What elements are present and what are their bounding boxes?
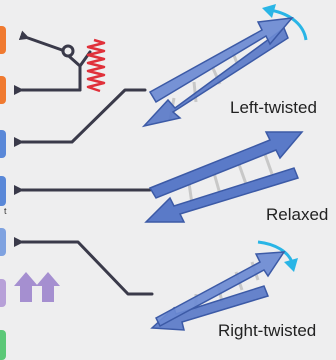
tab-orange-2 xyxy=(0,76,6,104)
tab-blue-2 xyxy=(0,176,6,206)
right-twisted-rotation-icon xyxy=(257,240,294,263)
edge-text-fragment: t xyxy=(4,206,7,216)
rung xyxy=(192,81,198,103)
tab-blue-1 xyxy=(0,130,6,158)
spring-coil-icon xyxy=(86,38,106,93)
tab-orange-1 xyxy=(0,26,6,54)
left-twisted-strand-upper xyxy=(148,17,294,104)
right-twisted-strand-upper xyxy=(155,251,286,328)
tab-purple xyxy=(0,279,6,307)
left-twisted-ladder xyxy=(141,4,308,128)
right-twisted-label: Right-twisted xyxy=(218,321,317,340)
switch-arrow-top xyxy=(18,30,64,52)
connector-lines xyxy=(13,30,154,296)
relaxed-strand-lower xyxy=(144,167,299,223)
double-up-arrow-icon xyxy=(14,272,60,302)
right-twisted-connector xyxy=(13,237,154,296)
up-arrow-left xyxy=(14,272,38,302)
up-arrow-right xyxy=(36,272,60,302)
left-twisted-label: Left-twisted xyxy=(230,98,317,117)
tab-blue-3 xyxy=(0,228,6,256)
right-twisted-ladder xyxy=(150,240,298,331)
relaxed-label: Relaxed xyxy=(266,205,329,224)
left-tabs xyxy=(0,26,6,360)
left-twisted-rotation-head xyxy=(262,4,276,18)
left-twisted-rotation-icon xyxy=(269,8,308,41)
left-twisted-connector xyxy=(13,88,147,147)
relaxed-strand-upper xyxy=(148,131,304,199)
right-twisted-rotation-head xyxy=(284,258,298,272)
tab-green xyxy=(0,330,6,360)
left-twisted-strand-lower xyxy=(141,26,289,128)
switch-pivot-icon xyxy=(61,44,75,58)
relaxed-ladder xyxy=(144,131,304,223)
